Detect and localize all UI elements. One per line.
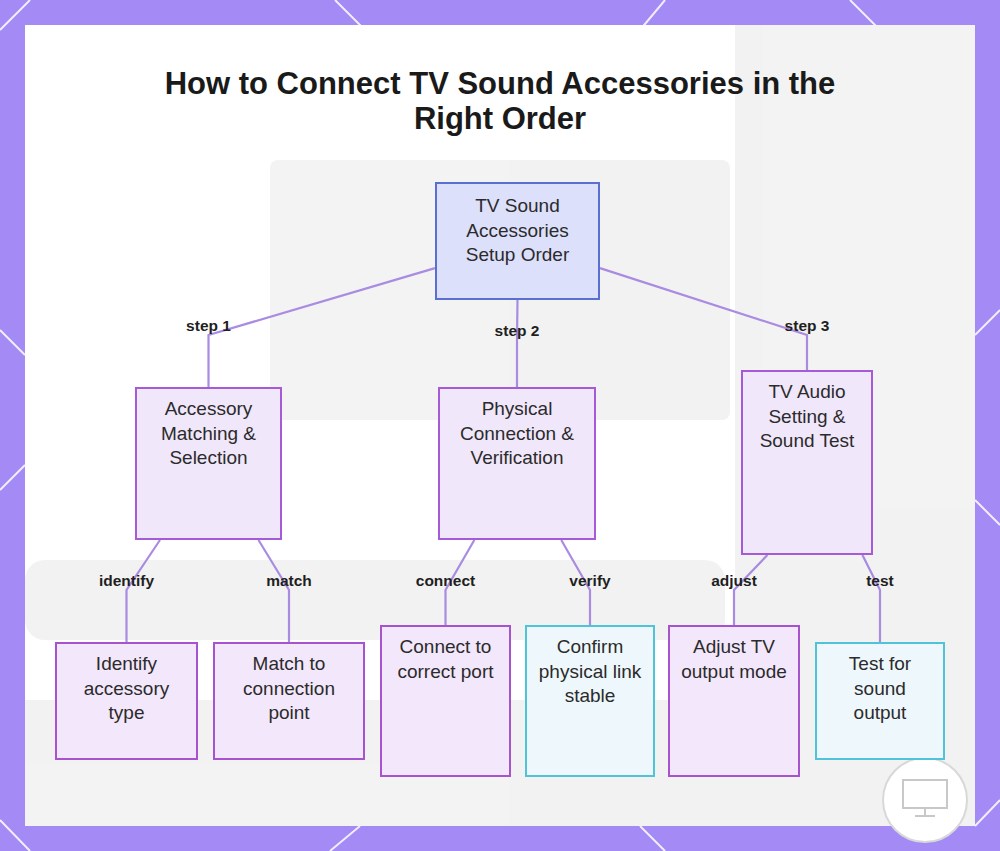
connector-line <box>127 540 160 642</box>
edge-label: step 1 <box>186 317 231 335</box>
action-box: Match to connection point <box>213 642 365 760</box>
edge-label: test <box>866 572 894 590</box>
connector-line <box>600 268 807 370</box>
blurred-photo <box>25 25 975 826</box>
node-text: Test for sound output <box>827 652 933 726</box>
node-text: TV Audio Setting & Sound Test <box>755 380 859 454</box>
node-text: Connect to correct port <box>392 635 499 684</box>
step-box: Accessory Matching & Selection <box>135 387 282 540</box>
step-box: Physical Connection & Verification <box>438 387 596 540</box>
connector-line <box>258 540 289 642</box>
edge-label: step 2 <box>495 322 540 340</box>
node-text: Accessory Matching & Selection <box>149 397 268 471</box>
node-text: Physical Connection & Verification <box>452 397 582 471</box>
edge-label: verify <box>569 572 610 590</box>
connector-line <box>516 300 519 387</box>
connector-line <box>209 268 436 387</box>
connector-line <box>862 555 880 642</box>
node-text: Match to connection point <box>225 652 353 726</box>
node-text: TV Sound Accessories Setup Order <box>447 194 588 268</box>
edge-label: match <box>266 572 312 590</box>
action-box: Connect to correct port <box>380 625 511 777</box>
diagram-title: How to Connect TV Sound Accessories in t… <box>150 66 850 136</box>
edge-label: step 3 <box>785 317 830 335</box>
edge-label: connect <box>416 572 475 590</box>
node-text: Identify accessory type <box>67 652 186 726</box>
check-box: Test for sound output <box>815 642 945 760</box>
root-box: TV Sound Accessories Setup Order <box>435 182 600 300</box>
edge-label: adjust <box>711 572 757 590</box>
check-box: Confirm physical link stable <box>525 625 655 777</box>
monitor-icon <box>883 758 967 842</box>
connector-line <box>734 555 767 625</box>
action-box: Adjust TV output mode <box>668 625 800 777</box>
step-box: TV Audio Setting & Sound Test <box>741 370 873 555</box>
content-panel <box>25 25 975 826</box>
node-text: Adjust TV output mode <box>680 635 788 684</box>
node-text: Confirm physical link stable <box>537 635 643 709</box>
edge-label: identify <box>99 572 154 590</box>
action-box: Identify accessory type <box>55 642 198 760</box>
